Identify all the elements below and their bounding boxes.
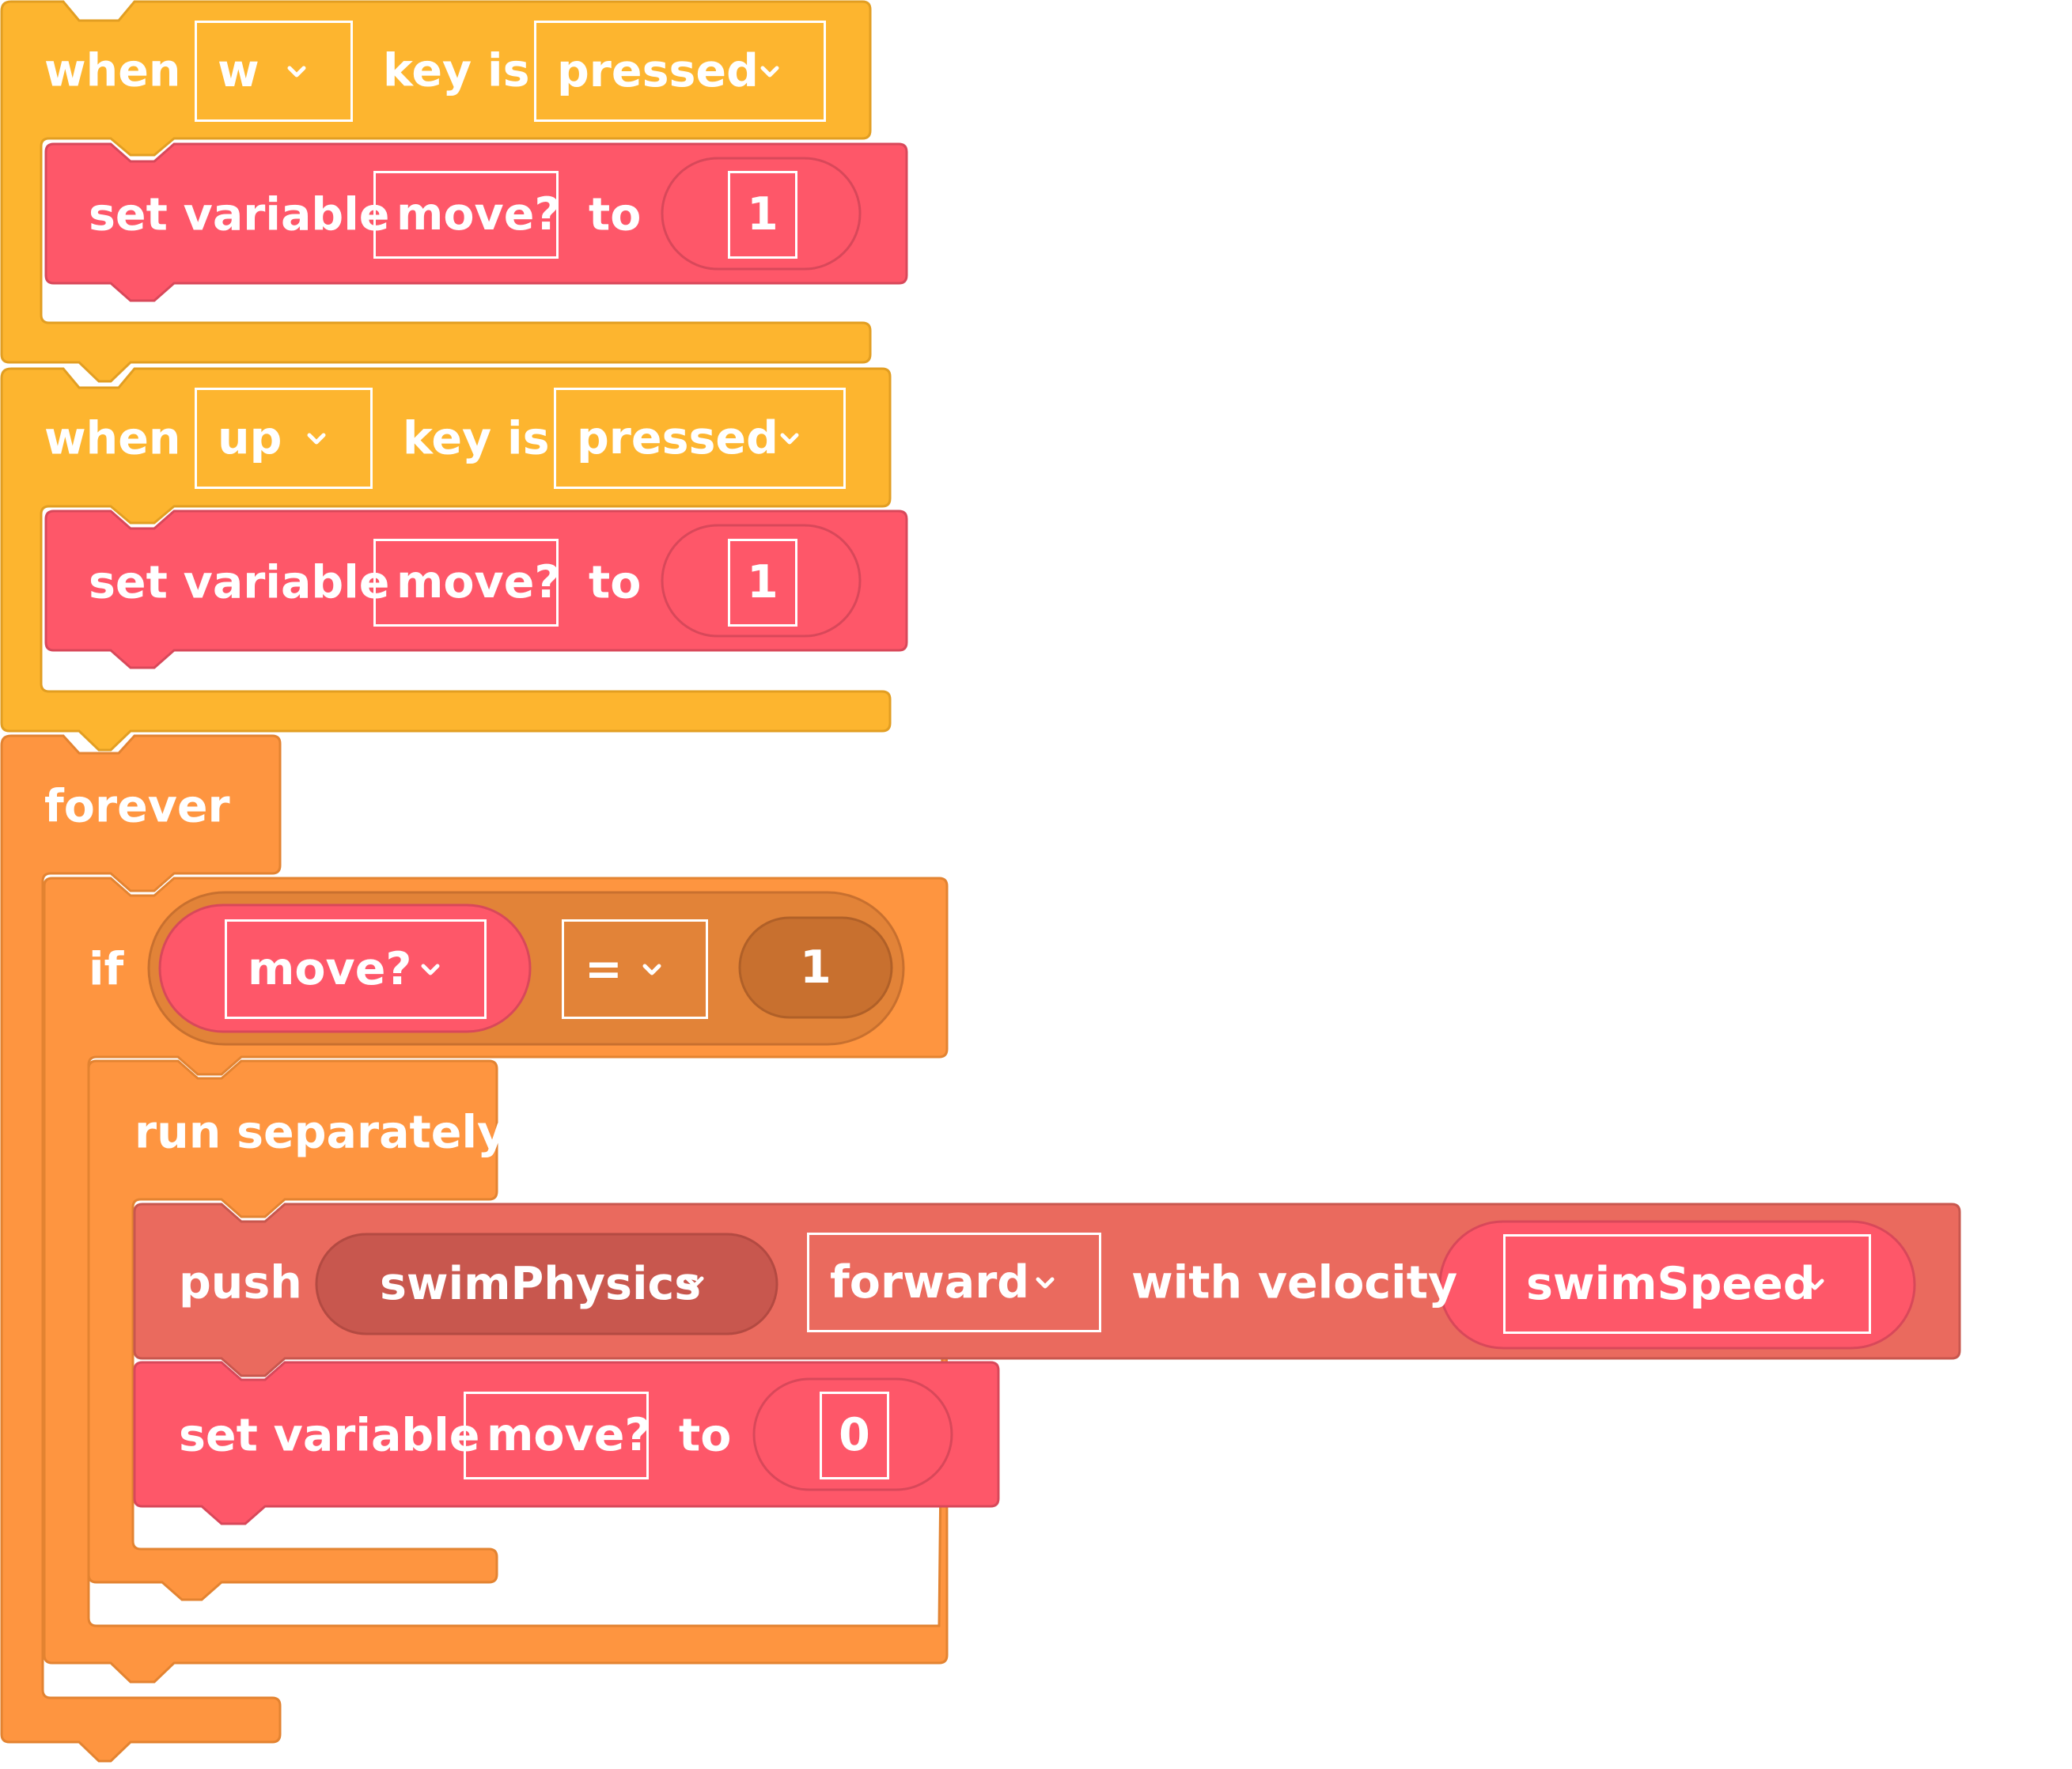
operator-value: = xyxy=(585,942,623,995)
direction-value: forward xyxy=(830,1256,1030,1309)
to-label: to xyxy=(589,556,642,609)
chevron-down-icon xyxy=(419,959,441,981)
key-state-value: pressed xyxy=(557,44,759,97)
value-slot-3 xyxy=(752,1377,953,1491)
compare-value[interactable]: 1 xyxy=(740,918,892,1017)
chevron-down-icon xyxy=(759,61,781,83)
variable-field[interactable]: move? xyxy=(464,1392,651,1479)
variable-dropdown[interactable]: move? xyxy=(225,919,487,1019)
if-block[interactable] xyxy=(43,877,949,1684)
forever-label: forever xyxy=(44,780,230,833)
number-pill[interactable] xyxy=(738,916,893,1019)
value-slot-1 xyxy=(661,157,862,271)
key-is-label: key is xyxy=(403,412,550,465)
with-velocity-label: with velocity xyxy=(1131,1256,1458,1309)
velocity-variable-value: swimSpeed xyxy=(1526,1257,1816,1310)
key-value: up xyxy=(218,411,282,464)
key-state-value: pressed xyxy=(577,411,778,464)
compare-value-text: 1 xyxy=(800,941,831,994)
chevron-down-icon xyxy=(1034,1272,1056,1294)
physics-object-dropdown[interactable]: swimPhysics xyxy=(316,1234,777,1334)
forever-block[interactable] xyxy=(0,734,282,1763)
chevron-down-icon xyxy=(286,61,308,83)
chevron-down-icon xyxy=(641,959,663,981)
when-label: when xyxy=(44,44,181,97)
run-separately-label: run separately xyxy=(134,1106,507,1159)
chevron-down-icon xyxy=(684,1271,706,1294)
key-dropdown[interactable]: up xyxy=(195,388,373,489)
variable-name: move? xyxy=(396,556,561,608)
key-value: w xyxy=(218,44,259,97)
key-state-dropdown[interactable]: pressed xyxy=(554,388,846,489)
variable-name: move? xyxy=(487,1409,651,1461)
value-text: 1 xyxy=(747,188,778,241)
variable-reporter[interactable] xyxy=(158,903,532,1033)
set-variable-block-3[interactable] xyxy=(133,1361,1000,1525)
set-variable-block-1[interactable] xyxy=(44,142,908,302)
condition-variable: move? xyxy=(248,942,412,995)
value-input[interactable]: 0 xyxy=(820,1392,889,1479)
set-variable-label: set variable xyxy=(89,188,390,241)
run-separately-block[interactable] xyxy=(87,1059,498,1601)
velocity-variable-dropdown[interactable]: swimSpeed xyxy=(1503,1234,1871,1334)
set-variable-block-2[interactable] xyxy=(44,509,908,669)
chevron-down-icon xyxy=(778,428,801,450)
to-label: to xyxy=(679,1409,732,1462)
key-is-label: key is xyxy=(383,44,530,97)
physics-object-value: swimPhysics xyxy=(380,1257,702,1310)
chevron-down-icon xyxy=(305,428,328,450)
when-key-pressed-block-2[interactable] xyxy=(0,367,892,752)
value-text: 0 xyxy=(839,1409,870,1461)
velocity-reporter[interactable] xyxy=(1438,1220,1916,1350)
variable-field[interactable]: move? xyxy=(373,539,561,627)
set-variable-label: set variable xyxy=(89,556,390,609)
operator-dropdown[interactable]: = xyxy=(562,919,708,1019)
to-label: to xyxy=(589,188,642,241)
chevron-down-icon xyxy=(1804,1274,1826,1296)
value-input[interactable]: 1 xyxy=(728,171,797,259)
key-state-dropdown[interactable]: pressed xyxy=(534,21,826,122)
value-input[interactable]: 1 xyxy=(728,539,797,627)
if-label: if xyxy=(89,943,124,996)
push-label: push xyxy=(179,1256,302,1309)
variable-field[interactable]: move? xyxy=(373,171,561,259)
value-slot-2 xyxy=(661,524,862,638)
value-text: 1 xyxy=(747,556,778,608)
key-dropdown[interactable]: w xyxy=(195,21,353,122)
when-key-pressed-block-1[interactable] xyxy=(0,0,872,383)
when-label: when xyxy=(44,412,181,465)
variable-name: move? xyxy=(396,188,561,241)
physics-object-pill[interactable] xyxy=(315,1233,778,1335)
direction-dropdown[interactable]: forward xyxy=(807,1233,1101,1332)
set-variable-label: set variable xyxy=(179,1409,480,1462)
